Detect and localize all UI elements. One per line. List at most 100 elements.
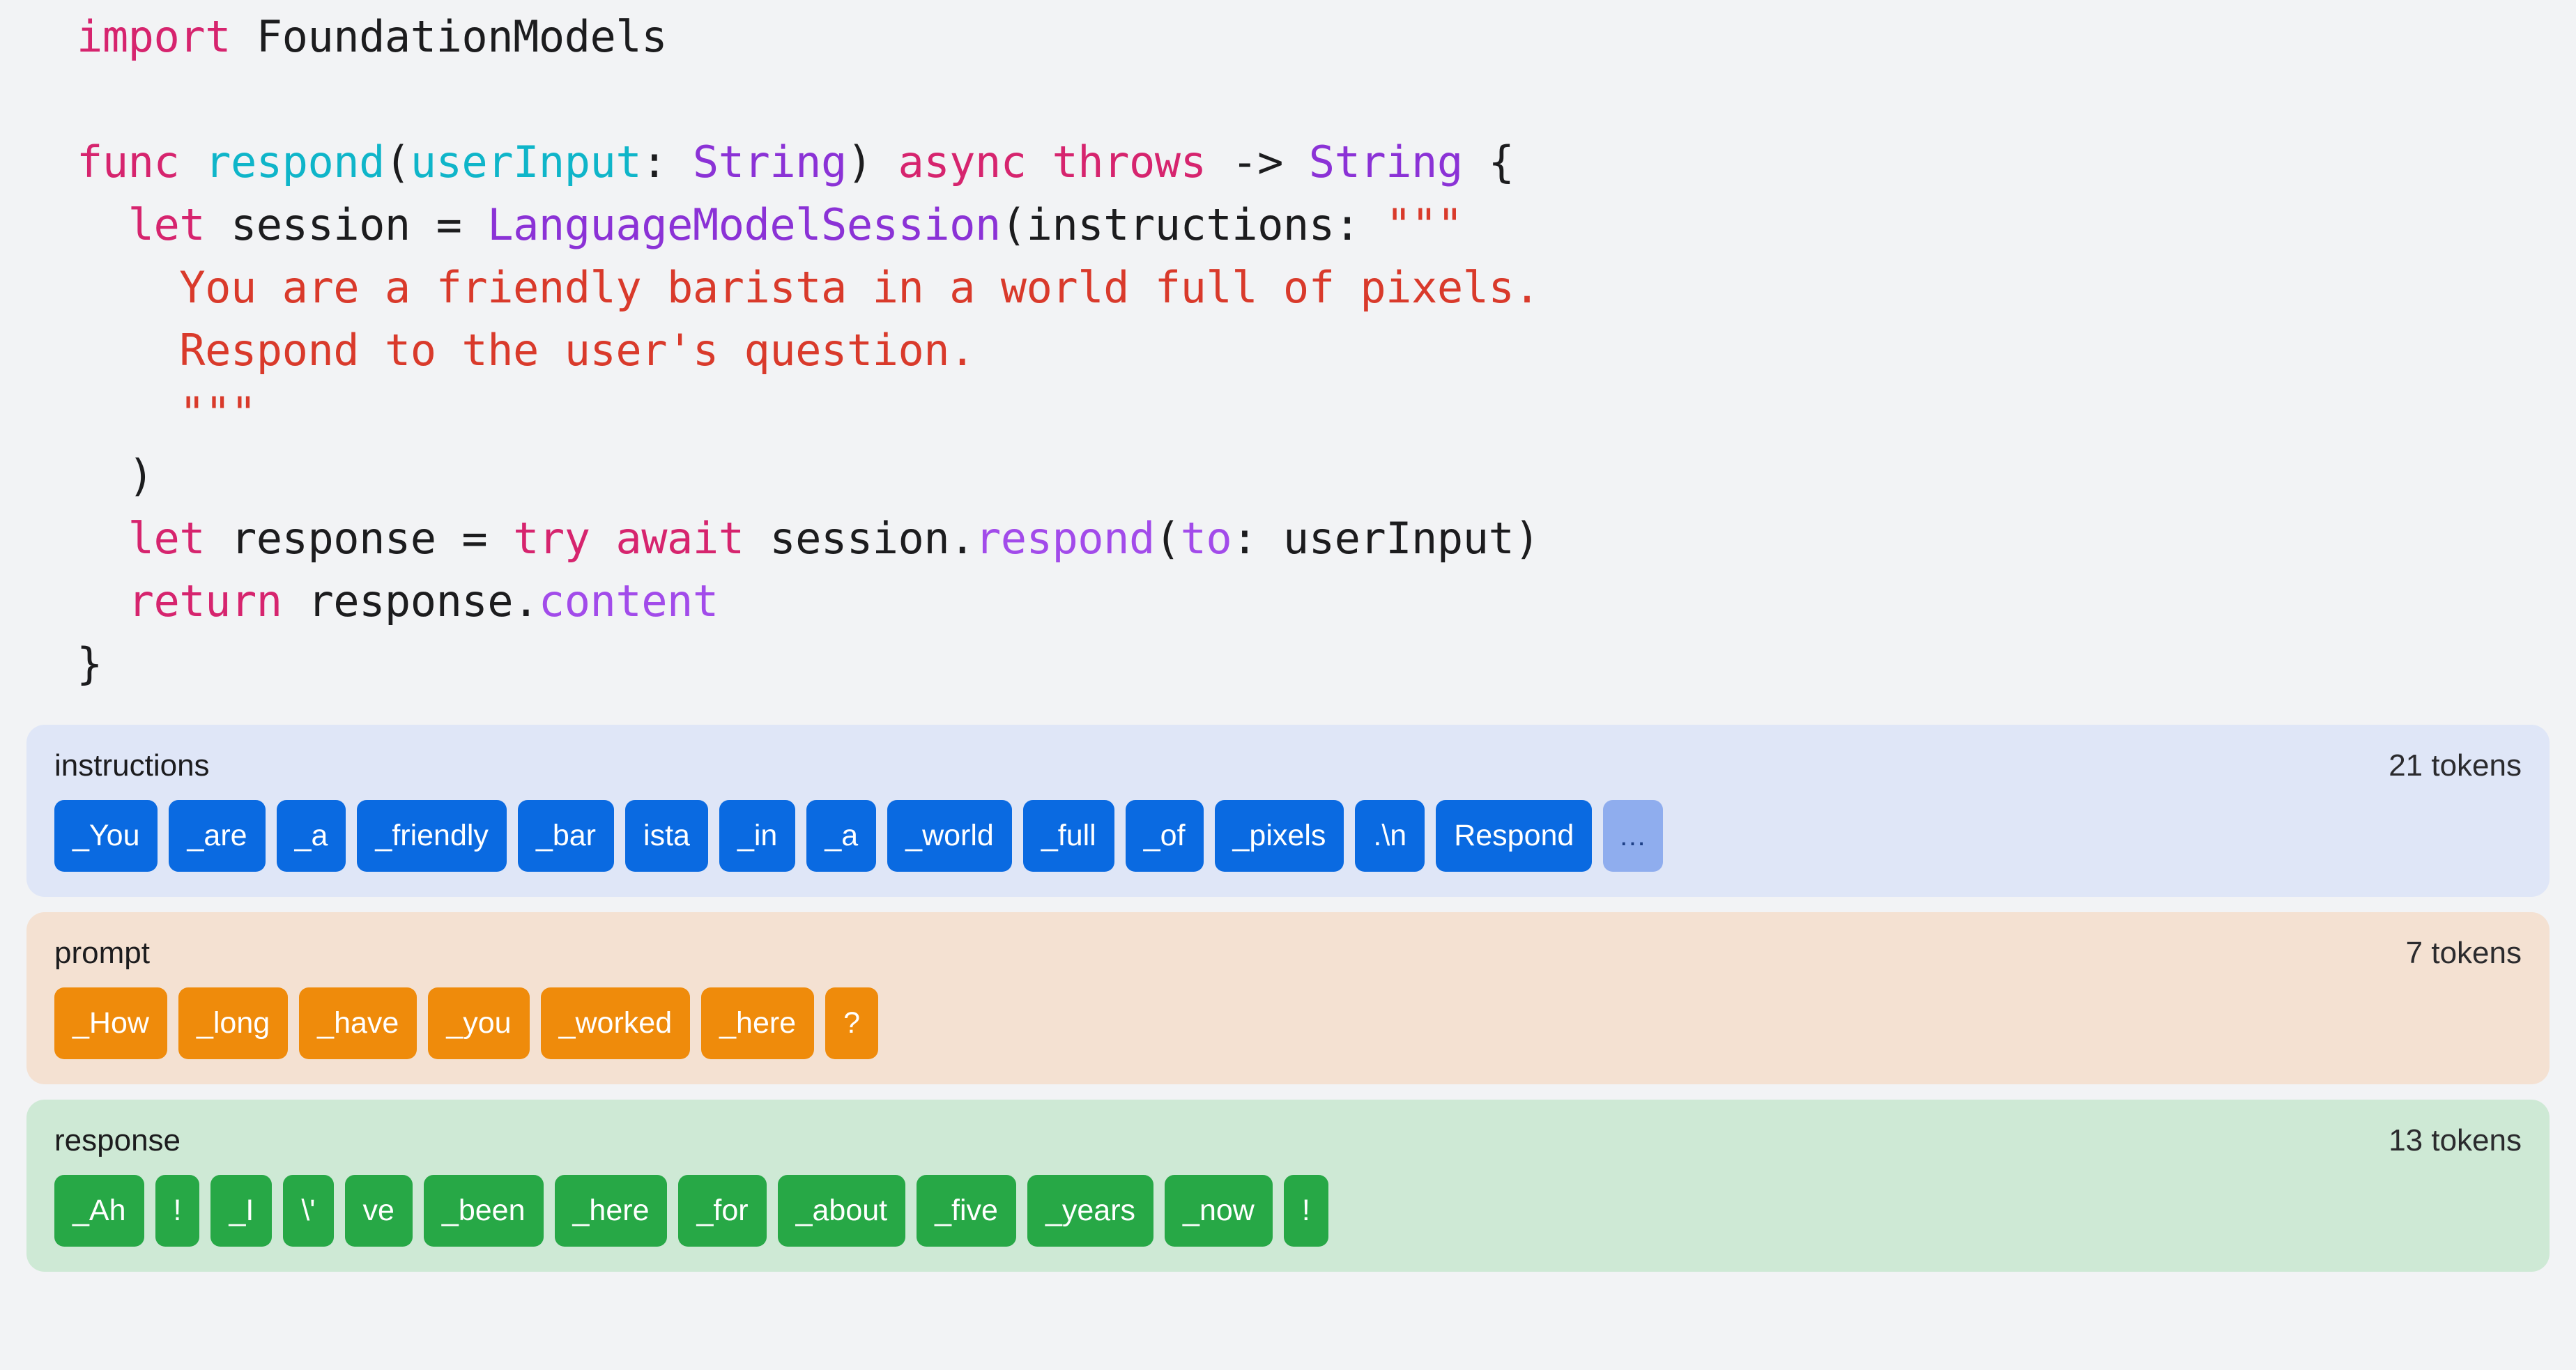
token-chip[interactable]: _I xyxy=(210,1175,273,1247)
token-chip[interactable]: _been xyxy=(423,1175,544,1247)
code-token: -> xyxy=(1206,137,1309,187)
token-chip[interactable]: _of xyxy=(1125,800,1204,872)
token-chip-row: _How_long_have_you_worked_here? xyxy=(54,987,2522,1059)
code-line: import FoundationModels xyxy=(77,6,2576,68)
token-chip[interactable]: _a xyxy=(806,800,877,872)
code-block: import FoundationModels func respond(use… xyxy=(77,6,2576,695)
token-chip[interactable]: _worked xyxy=(540,987,691,1059)
token-count-instructions: 21 tokens xyxy=(2389,748,2522,783)
code-token: to xyxy=(1180,513,1232,564)
code-token xyxy=(77,576,128,626)
token-chip[interactable]: _have xyxy=(299,987,417,1059)
code-token: Respond to the user's question. xyxy=(77,325,975,376)
token-chip[interactable]: _you xyxy=(428,987,530,1059)
code-token: func xyxy=(77,137,180,187)
token-chip[interactable]: _years xyxy=(1027,1175,1154,1247)
token-chip[interactable]: .\n xyxy=(1355,800,1425,872)
token-chip[interactable]: ! xyxy=(155,1175,200,1247)
panel-title-response: response xyxy=(54,1123,181,1157)
code-token: content xyxy=(538,576,719,626)
code-token: { xyxy=(1462,137,1515,187)
code-token: session. xyxy=(744,513,975,564)
code-token: let xyxy=(128,513,206,564)
code-token: respond xyxy=(205,137,385,187)
panel-title-prompt: prompt xyxy=(54,936,150,970)
code-token: LanguageModelSession xyxy=(487,199,1001,250)
token-chip[interactable]: _long xyxy=(178,987,289,1059)
code-token: ( xyxy=(1154,513,1181,564)
token-chip-row: _Ah!_I\'ve_been_here_for_about_five_year… xyxy=(54,1175,2522,1247)
token-chip[interactable]: _for xyxy=(678,1175,767,1247)
token-chip[interactable]: _bar xyxy=(517,800,615,872)
panel-header: prompt 7 tokens xyxy=(54,936,2522,972)
code-line: ) xyxy=(77,445,2576,507)
panel-title-instructions: instructions xyxy=(54,748,210,783)
token-chip[interactable]: _now xyxy=(1165,1175,1273,1247)
token-chip[interactable]: _in xyxy=(719,800,796,872)
token-chip[interactable]: _about xyxy=(777,1175,906,1247)
code-line: let session = LanguageModelSession(instr… xyxy=(77,194,2576,256)
token-chip[interactable]: Respond xyxy=(1436,800,1593,872)
token-chip[interactable]: _five xyxy=(917,1175,1016,1247)
panel-header: instructions 21 tokens xyxy=(54,748,2522,785)
token-chip[interactable]: _Ah xyxy=(54,1175,144,1247)
code-token: try await xyxy=(513,513,744,564)
token-chip[interactable]: _here xyxy=(701,987,815,1059)
token-chip[interactable]: _pixels xyxy=(1214,800,1344,872)
token-chip[interactable]: _You xyxy=(54,800,158,872)
code-token: ) xyxy=(846,137,898,187)
code-token: userInput xyxy=(410,137,642,187)
code-token: FoundationModels xyxy=(230,11,668,62)
code-token xyxy=(179,137,205,187)
code-line xyxy=(77,68,2576,131)
code-token: } xyxy=(77,638,102,689)
token-chip[interactable]: _a xyxy=(276,800,346,872)
token-chip[interactable]: ? xyxy=(825,987,879,1059)
token-chip[interactable]: _are xyxy=(169,800,266,872)
token-chip[interactable]: _friendly xyxy=(357,800,507,872)
code-token: import xyxy=(77,11,231,62)
code-token: ) xyxy=(77,450,154,501)
token-chip[interactable]: _here xyxy=(554,1175,668,1247)
token-count-prompt: 7 tokens xyxy=(2405,936,2522,970)
token-chip[interactable]: ! xyxy=(1283,1175,1328,1247)
token-chip[interactable]: _world xyxy=(887,800,1012,872)
token-chip[interactable]: \' xyxy=(283,1175,334,1247)
token-chip[interactable]: ve xyxy=(344,1175,413,1247)
code-token xyxy=(77,199,128,250)
code-token: String xyxy=(1308,137,1463,187)
code-token: async throws xyxy=(898,137,1206,187)
code-token: ( xyxy=(384,137,411,187)
token-chip[interactable]: ista xyxy=(625,800,708,872)
code-token: : userInput) xyxy=(1232,513,1540,564)
token-overflow-more-icon[interactable]: … xyxy=(1603,800,1664,872)
code-line: let response = try await session.respond… xyxy=(77,507,2576,570)
token-chip[interactable]: _How xyxy=(54,987,167,1059)
code-line: """ xyxy=(77,382,2576,445)
code-token: return xyxy=(128,576,282,626)
code-token: (instructions: xyxy=(1000,199,1386,250)
panel-header: response 13 tokens xyxy=(54,1123,2522,1160)
code-token: let xyxy=(128,199,206,250)
code-line: return response.content xyxy=(77,570,2576,633)
code-token: """ xyxy=(1386,199,1463,250)
code-token: """ xyxy=(77,387,256,438)
code-token: String xyxy=(692,137,847,187)
code-token: response. xyxy=(282,576,539,626)
code-token: response = xyxy=(205,513,514,564)
token-count-response: 13 tokens xyxy=(2389,1123,2522,1157)
code-token xyxy=(77,513,128,564)
code-token: You are a friendly barista in a world fu… xyxy=(77,262,1540,313)
code-line: Respond to the user's question. xyxy=(77,319,2576,382)
code-token: : xyxy=(641,137,693,187)
code-token: session = xyxy=(205,199,488,250)
token-panel-prompt: prompt 7 tokens _How_long_have_you_worked_… xyxy=(26,912,2550,1084)
code-line: func respond(userInput: String) async th… xyxy=(77,131,2576,194)
code-line: } xyxy=(77,633,2576,695)
token-chip[interactable]: _full xyxy=(1022,800,1114,872)
code-token: respond xyxy=(974,513,1155,564)
